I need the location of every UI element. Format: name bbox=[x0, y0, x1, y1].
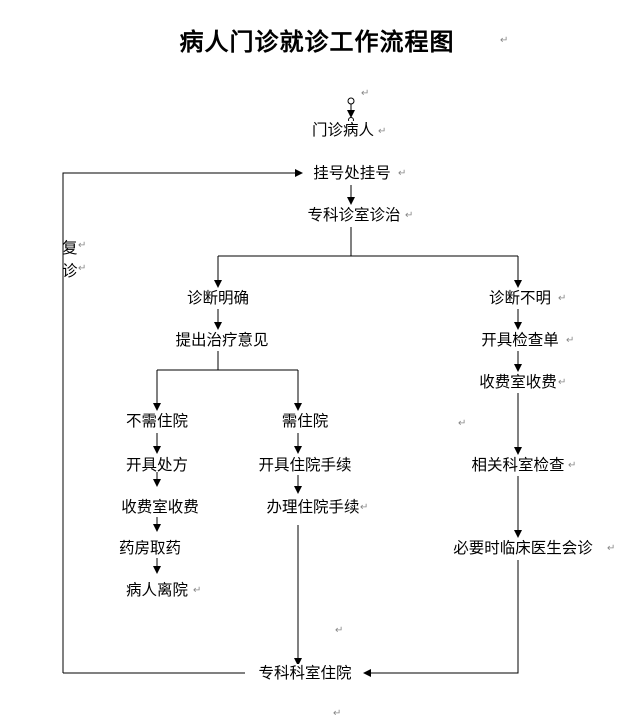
node-specialist-clinic: 专科诊室诊治 bbox=[306, 206, 402, 224]
node-exam-order: 开具检查单 bbox=[480, 331, 560, 349]
return-mark-icon: ↵ bbox=[360, 502, 369, 513]
start-circle bbox=[347, 97, 355, 105]
node-diagnosis-unclear: 诊断不明 bbox=[487, 289, 553, 307]
return-mark-icon: ↵ bbox=[458, 418, 467, 429]
node-ward-admission: 专科科室住院 bbox=[257, 664, 353, 682]
node-cashier-left: 收费室收费 bbox=[120, 498, 200, 516]
return-mark-icon: ↵ bbox=[500, 35, 509, 46]
node-patient-leaves: 病人离院 bbox=[124, 581, 190, 599]
node-needs-hospitalization: 需住院 bbox=[280, 412, 330, 430]
node-no-hospitalization: 不需住院 bbox=[124, 412, 190, 430]
node-admission-papers: 开具住院手续 bbox=[257, 456, 353, 474]
return-mark-icon: ↵ bbox=[193, 585, 202, 596]
node-registration: 挂号处挂号 bbox=[312, 164, 392, 182]
return-mark-icon: ↵ bbox=[558, 293, 567, 304]
node-outpatient: 门诊病人 bbox=[310, 121, 376, 139]
return-mark-icon: ↵ bbox=[361, 88, 370, 99]
page-title: 病人门诊就诊工作流程图 bbox=[179, 27, 455, 56]
side-label-visit: 诊 bbox=[62, 262, 78, 280]
return-mark-icon: ↵ bbox=[405, 210, 414, 221]
node-dept-exam: 相关科室检查 bbox=[470, 456, 566, 474]
arrow-to-ward bbox=[363, 560, 519, 677]
node-diagnosis-clear: 诊断明确 bbox=[185, 289, 251, 307]
return-mark-icon: ↵ bbox=[398, 168, 407, 179]
return-mark-icon: ↵ bbox=[378, 126, 387, 137]
node-treatment-opinion: 提出治疗意见 bbox=[174, 331, 270, 349]
node-admission-process: 办理住院手续 bbox=[265, 498, 361, 516]
side-label-re: 复 bbox=[62, 239, 78, 257]
return-mark-icon: ↵ bbox=[566, 335, 575, 346]
return-visit-line bbox=[62, 169, 303, 673]
return-mark-icon: ↵ bbox=[558, 377, 567, 388]
return-mark-icon: ↵ bbox=[607, 543, 616, 554]
return-mark-icon: ↵ bbox=[78, 263, 87, 274]
node-pharmacy: 药房取药 bbox=[118, 539, 182, 557]
return-mark-icon: ↵ bbox=[335, 625, 344, 636]
node-prescription: 开具处方 bbox=[125, 456, 189, 474]
node-cashier-right: 收费室收费 bbox=[478, 373, 558, 391]
return-mark-icon: ↵ bbox=[78, 240, 87, 251]
return-mark-icon: ↵ bbox=[333, 708, 342, 719]
return-mark-icon: ↵ bbox=[568, 460, 577, 471]
node-consultation: 必要时临床医生会诊 bbox=[452, 539, 594, 557]
